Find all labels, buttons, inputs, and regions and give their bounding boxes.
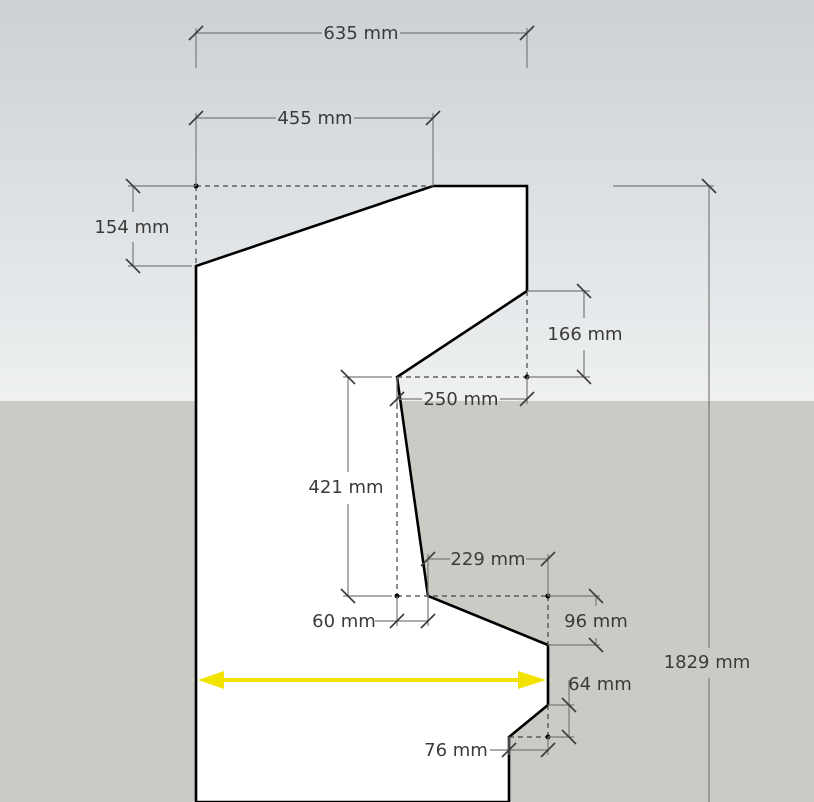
dimension-tick (125, 258, 141, 274)
dimension-tick (389, 613, 405, 629)
dimension-label-421: 421 mm (308, 477, 383, 498)
dimension-tick (588, 637, 604, 653)
dimension-tick (188, 110, 204, 126)
dimension-tick (588, 588, 604, 604)
dimension-label-455: 455 mm (277, 108, 352, 129)
dimension-tick (519, 391, 535, 407)
dimension-tick (561, 697, 577, 713)
dimension-tick (125, 178, 141, 194)
dimension-label-96: 96 mm (564, 611, 628, 632)
dimension-lines (128, 28, 714, 802)
dimension-tick (420, 613, 436, 629)
dimension-tick (188, 25, 204, 41)
dimension-tick (389, 391, 405, 407)
dimension-label-76: 76 mm (424, 740, 488, 761)
dimension-tick (576, 369, 592, 385)
dimension-tick (340, 588, 356, 604)
dimension-tick (519, 25, 535, 41)
guide-lines (195, 185, 549, 738)
dimension-label-60: 60 mm (312, 611, 376, 632)
dimension-tick (561, 729, 577, 745)
dimension-tick (340, 369, 356, 385)
dimension-tick (420, 551, 436, 567)
dimension-label-64: 64 mm (568, 674, 632, 695)
dimension-tick (701, 178, 717, 194)
dimension-label-229: 229 mm (450, 549, 525, 570)
dimension-tick (540, 551, 556, 567)
dimension-tick (540, 742, 556, 758)
dimension-label-154: 154 mm (94, 217, 169, 238)
dimension-label-250: 250 mm (423, 389, 498, 410)
double-headed-arrow-icon[interactable] (198, 671, 546, 689)
dimension-ticks (125, 25, 717, 758)
dimension-label-166: 166 mm (547, 324, 622, 345)
dimension-tick (425, 110, 441, 126)
dimension-label-635: 635 mm (323, 23, 398, 44)
dimension-tick (501, 742, 517, 758)
dimension-label-1829: 1829 mm (664, 652, 751, 673)
dimension-tick (576, 283, 592, 299)
